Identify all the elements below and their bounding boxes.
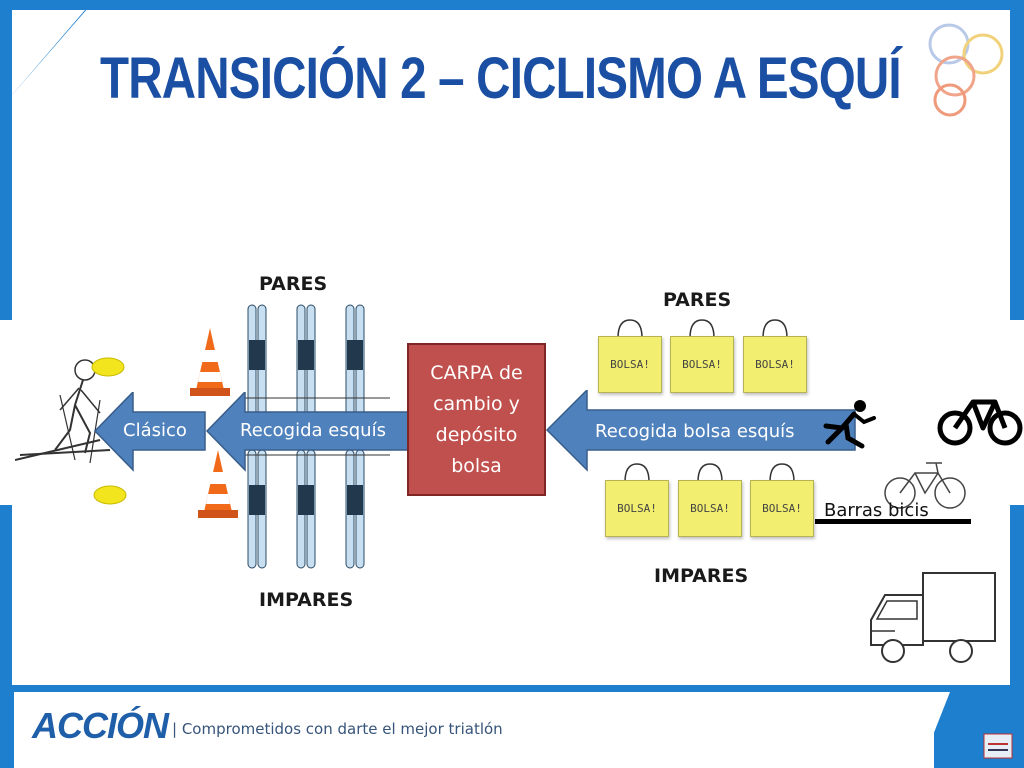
traffic-cone-icon	[198, 450, 238, 518]
traffic-cone-icon	[190, 328, 230, 396]
bag-label: BOLSA!	[682, 358, 722, 371]
bag-item: BOLSA!	[743, 318, 807, 393]
sponsor-logo-icon	[983, 733, 1013, 759]
frame-top-bar	[0, 0, 1024, 10]
carpa-box: CARPA de cambio y depósito bolsa	[407, 343, 546, 496]
bag-label: BOLSA!	[762, 502, 802, 515]
ski-rack	[240, 304, 390, 569]
arrow-recogida-bolsa	[545, 390, 856, 472]
bike-rack-line	[815, 519, 971, 524]
bag-label-pares: PARES	[663, 289, 732, 311]
bicycle-icon	[937, 399, 1023, 446]
frame-right-bar	[1010, 0, 1024, 320]
footer-tagline: | Comprometidos con darte el mejor triat…	[172, 720, 503, 738]
bike-rack-label: Barras bicis	[824, 500, 929, 521]
footer-panel	[14, 692, 934, 768]
bag-item: BOLSA!	[750, 462, 814, 537]
arrow-recogida-esquis	[205, 392, 414, 472]
arrow-clasico-label: Clásico	[123, 420, 187, 441]
bag-label-impares: IMPARES	[654, 565, 749, 587]
arrow-clasico	[93, 392, 206, 472]
bag-label: BOLSA!	[617, 502, 657, 515]
bag-label: BOLSA!	[755, 358, 795, 371]
accion-logo: ACCIÓN	[32, 705, 169, 746]
bag-item: BOLSA!	[670, 318, 734, 393]
marker-cone-icon	[91, 357, 125, 377]
frame-corner-decoration	[0, 0, 95, 95]
slide-title: TRANSICIÓN 2 – CICLISMO A ESQUÍ	[100, 46, 902, 111]
rings-icon	[928, 23, 1004, 117]
bag-item: BOLSA!	[678, 462, 742, 537]
bag-item: BOLSA!	[605, 462, 669, 537]
arrow-recogida-bolsa-label: Recogida bolsa esquís	[595, 421, 795, 442]
runner-icon	[823, 400, 876, 449]
bag-label: BOLSA!	[610, 358, 650, 371]
marker-cone-icon	[93, 485, 127, 505]
truck-icon	[870, 572, 996, 663]
ski-label-impares: IMPARES	[259, 589, 354, 611]
arrow-recogida-esquis-label: Recogida esquís	[240, 420, 386, 441]
bike-rack-sketch	[884, 462, 966, 509]
footer-corner-decoration	[920, 692, 950, 768]
ski-label-pares: PARES	[259, 273, 328, 295]
carpa-label: CARPA de cambio y depósito bolsa	[430, 361, 523, 477]
bag-label: BOLSA!	[690, 502, 730, 515]
bag-item: BOLSA!	[598, 318, 662, 393]
